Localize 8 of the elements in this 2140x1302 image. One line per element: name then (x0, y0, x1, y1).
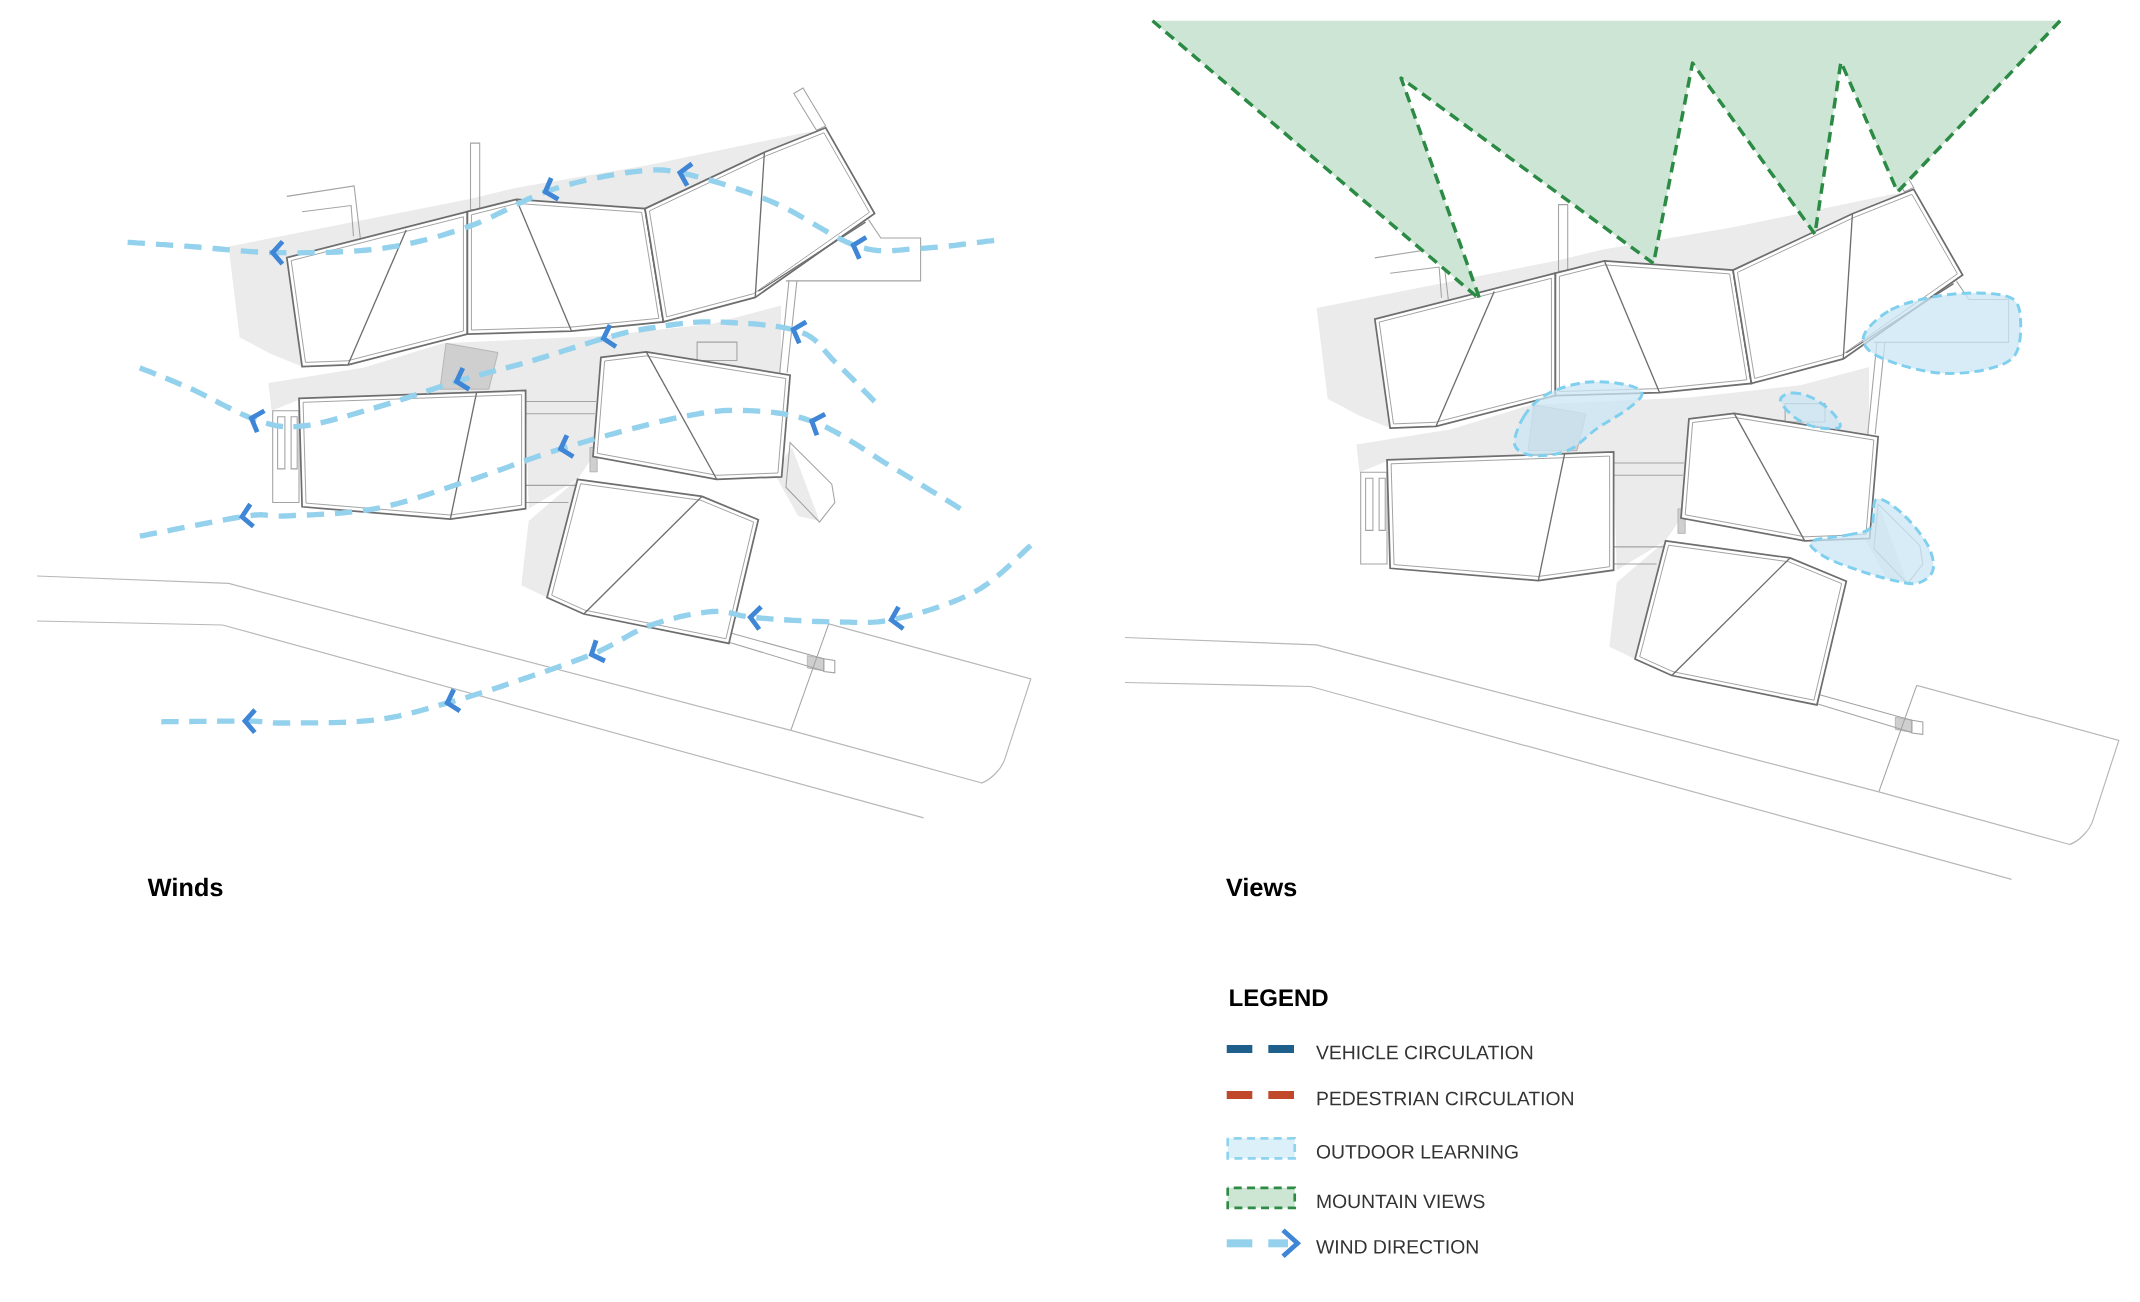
panel-title: Winds (147, 877, 223, 897)
legend-text: WIND DIRECTION (1316, 1239, 1478, 1254)
panel-title: Views (1226, 877, 1297, 897)
legend-text: PEDESTRIAN CIRCULATION (1317, 1091, 1573, 1106)
legend-text: OUTDOOR LEARNING (1316, 1144, 1518, 1159)
legend-text: MOUNTAIN VIEWS (1317, 1194, 1485, 1209)
legend-title: LEGEND (1230, 989, 1328, 1007)
legend-text: VEHICLE CIRCULATION (1316, 1045, 1533, 1060)
